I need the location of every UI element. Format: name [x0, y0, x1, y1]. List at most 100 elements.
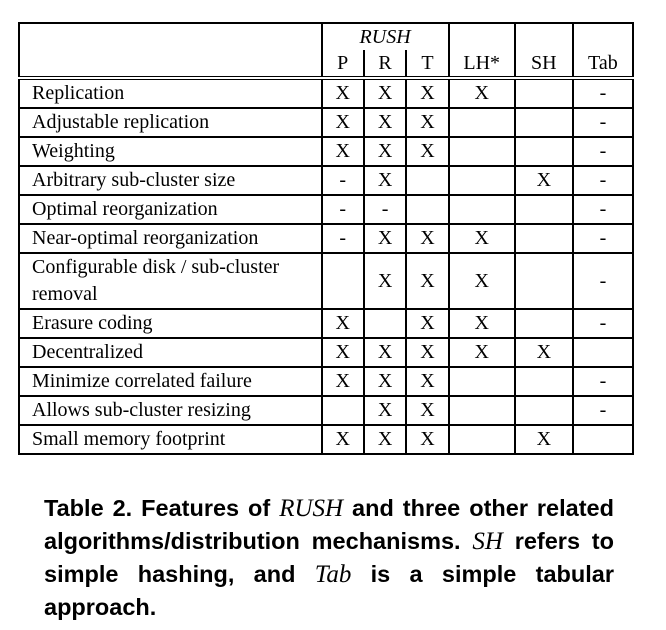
- mark-cell: X: [405, 424, 450, 455]
- caption-part: Table 2. Features of: [44, 495, 280, 521]
- mark-cell: X: [447, 308, 516, 339]
- mark-cell: X: [405, 136, 450, 167]
- mark-cell: X: [320, 136, 365, 167]
- mark-cell: -: [320, 165, 365, 196]
- mark-cell: X: [362, 252, 408, 310]
- mark-cell: [405, 165, 450, 196]
- mark-cell: X: [405, 308, 450, 339]
- mark-cell: X: [405, 223, 450, 254]
- mark-cell: -: [571, 194, 635, 225]
- mark-cell: [513, 136, 574, 167]
- mark-cell: [571, 424, 635, 455]
- mark-cell: X: [513, 424, 574, 455]
- mark-cell: X: [362, 165, 408, 196]
- mark-cell: X: [320, 337, 365, 368]
- mark-cell: -: [571, 107, 635, 138]
- mark-cell: [513, 308, 574, 339]
- mark-cell: -: [571, 366, 635, 397]
- table-caption: Table 2. Features of RUSH and three othe…: [44, 492, 614, 623]
- caption-part: and three other related algorithms/distr…: [44, 495, 614, 554]
- mark-cell: [513, 194, 574, 225]
- column-header: Tab: [571, 50, 635, 80]
- mark-cell: [513, 107, 574, 138]
- mark-cell: X: [320, 308, 365, 339]
- mark-cell: -: [571, 165, 635, 196]
- feature-cell: Near-optimal reorganization: [18, 223, 323, 254]
- mark-cell: [447, 424, 516, 455]
- tab-group-spacer: [571, 22, 635, 50]
- lh-group-spacer: [447, 22, 516, 50]
- caption-part: is a simple tabular approach.: [44, 561, 614, 620]
- mark-cell: X: [405, 252, 450, 310]
- caption-sh: SH: [472, 528, 503, 555]
- mark-cell: [571, 337, 635, 368]
- mark-cell: X: [320, 366, 365, 397]
- mark-cell: [447, 395, 516, 426]
- mark-cell: [513, 77, 574, 109]
- mark-cell: [320, 395, 365, 426]
- mark-cell: X: [405, 366, 450, 397]
- group-header-row: RUSH: [18, 22, 635, 78]
- mark-cell: X: [447, 252, 516, 310]
- mark-cell: X: [362, 395, 408, 426]
- mark-cell: X: [447, 77, 516, 109]
- feature-cell: Optimal reorganization: [18, 194, 323, 225]
- mark-cell: -: [571, 252, 635, 310]
- mark-cell: -: [320, 194, 365, 225]
- caption-tab: Tab: [314, 561, 352, 588]
- mark-cell: [513, 366, 574, 397]
- column-header: P: [320, 50, 365, 80]
- mark-cell: X: [320, 107, 365, 138]
- mark-cell: X: [362, 366, 408, 397]
- feature-cell: Replication: [18, 77, 323, 109]
- mark-cell: -: [571, 77, 635, 109]
- table-row: Configurable disk / sub-cluster removal X…: [18, 252, 635, 310]
- feature-cell: Adjustable replication: [18, 107, 323, 138]
- mark-cell: X: [362, 424, 408, 455]
- mark-cell: X: [513, 337, 574, 368]
- column-header: R: [362, 50, 408, 80]
- mark-cell: -: [571, 395, 635, 426]
- feature-cell: Configurable disk / sub-cluster removal: [18, 252, 323, 310]
- mark-cell: [447, 136, 516, 167]
- mark-cell: X: [405, 337, 450, 368]
- mark-cell: [447, 165, 516, 196]
- column-header: SH: [513, 50, 574, 80]
- mark-cell: X: [405, 107, 450, 138]
- feature-cell: Decentralized: [18, 337, 323, 368]
- sh-group-spacer: [513, 22, 574, 50]
- caption-part: refers to simple hashing, and: [44, 528, 614, 587]
- column-header-row: P R T LH* SH Tab: [19, 50, 635, 80]
- mark-cell: X: [320, 424, 365, 455]
- rush-group-header: RUSH: [320, 22, 450, 50]
- mark-cell: [320, 252, 365, 310]
- mark-cell: X: [362, 107, 408, 138]
- mark-cell: -: [571, 308, 635, 339]
- mark-cell: X: [513, 165, 574, 196]
- mark-cell: -: [571, 136, 635, 167]
- mark-cell: [447, 366, 516, 397]
- feature-cell: Erasure coding: [18, 308, 323, 339]
- mark-cell: -: [362, 194, 408, 225]
- mark-cell: [513, 223, 574, 254]
- column-header: T: [405, 50, 450, 80]
- caption-rush: RUSH: [279, 495, 344, 522]
- table-row: Optimal reorganization---: [18, 194, 635, 225]
- mark-cell: -: [320, 223, 365, 254]
- mark-cell: X: [405, 395, 450, 426]
- mark-cell: [405, 194, 450, 225]
- mark-cell: [513, 252, 574, 310]
- feature-cell: Minimize correlated failure: [18, 366, 323, 397]
- mark-cell: X: [447, 337, 516, 368]
